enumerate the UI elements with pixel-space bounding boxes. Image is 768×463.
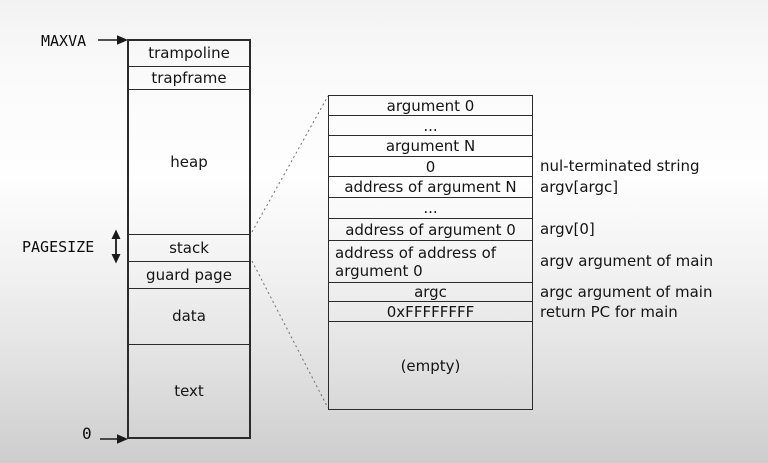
stack-row-label: ... <box>423 199 438 217</box>
region-stack: stack <box>129 235 249 262</box>
stack-detail-box: argument 0 ... argument N 0 address of a… <box>328 95 533 410</box>
region-label: trampoline <box>148 44 230 63</box>
stack-row-label: ... <box>423 116 438 135</box>
pagesize-double-arrow-icon <box>111 229 121 264</box>
stack-row-label: address of argument 0 <box>345 220 516 239</box>
maxva-label: MAXVA <box>41 32 87 50</box>
stack-row-address-of-argument-n: address of argument N <box>329 177 532 198</box>
region-label: text <box>174 381 204 400</box>
stack-row-label: argument 0 <box>386 96 475 115</box>
zoom-dashed-line-top <box>251 95 329 233</box>
region-label: heap <box>170 152 208 171</box>
zero-address-label: 0 <box>82 424 92 443</box>
region-label: guard page <box>146 265 232 284</box>
region-label: stack <box>169 238 209 257</box>
stack-row-label: address of argument N <box>344 178 517 196</box>
stack-row-label: (empty) <box>400 356 461 375</box>
stack-row-argument-0: argument 0 <box>329 96 532 116</box>
stack-row-argc: argc <box>329 283 532 302</box>
stack-row-label: 0xFFFFFFFF <box>386 302 475 321</box>
stack-row-label: argument N <box>385 137 476 155</box>
annotation-argv-argc: argv[argc] <box>540 178 619 196</box>
region-data: data <box>129 289 249 345</box>
stack-row-address-of-address: address of address of argument 0 <box>329 241 532 283</box>
stack-row-nul-terminator: 0 <box>329 157 532 177</box>
stack-row-argument-n: argument N <box>329 136 532 157</box>
stack-row-address-of-argument-0: address of argument 0 <box>329 219 532 241</box>
annotation-return-pc-for-main: return PC for main <box>540 303 678 321</box>
stack-row-ellipsis-args: ... <box>329 116 532 136</box>
region-label: data <box>172 307 206 326</box>
stack-row-label: argc <box>414 283 447 301</box>
region-trapframe: trapframe <box>129 67 249 90</box>
maxva-arrow-icon <box>98 35 128 45</box>
stack-row-empty: (empty) <box>329 322 532 409</box>
stack-row-return-pc: 0xFFFFFFFF <box>329 302 532 322</box>
region-heap: heap <box>129 90 249 235</box>
region-text: text <box>129 345 249 437</box>
annotation-nul-terminated-string: nul-terminated string <box>540 157 700 175</box>
annotation-argc-argument-of-main: argc argument of main <box>540 283 713 301</box>
region-trampoline: trampoline <box>129 41 249 67</box>
stack-row-label: 0 <box>425 157 436 176</box>
stack-row-ellipsis-addresses: ... <box>329 198 532 219</box>
zero-arrow-icon <box>100 434 128 444</box>
region-label: trapframe <box>151 68 227 87</box>
annotation-argv-0: argv[0] <box>540 220 595 238</box>
zoom-dashed-line-bottom <box>251 260 329 409</box>
stack-row-label: address of address of argument 0 <box>335 243 497 280</box>
process-address-space-box: trampoline trapframe heap stack guard pa… <box>127 39 251 439</box>
pagesize-label: PAGESIZE <box>22 238 95 256</box>
annotation-argv-argument-of-main: argv argument of main <box>540 252 714 270</box>
region-guard-page: guard page <box>129 262 249 289</box>
